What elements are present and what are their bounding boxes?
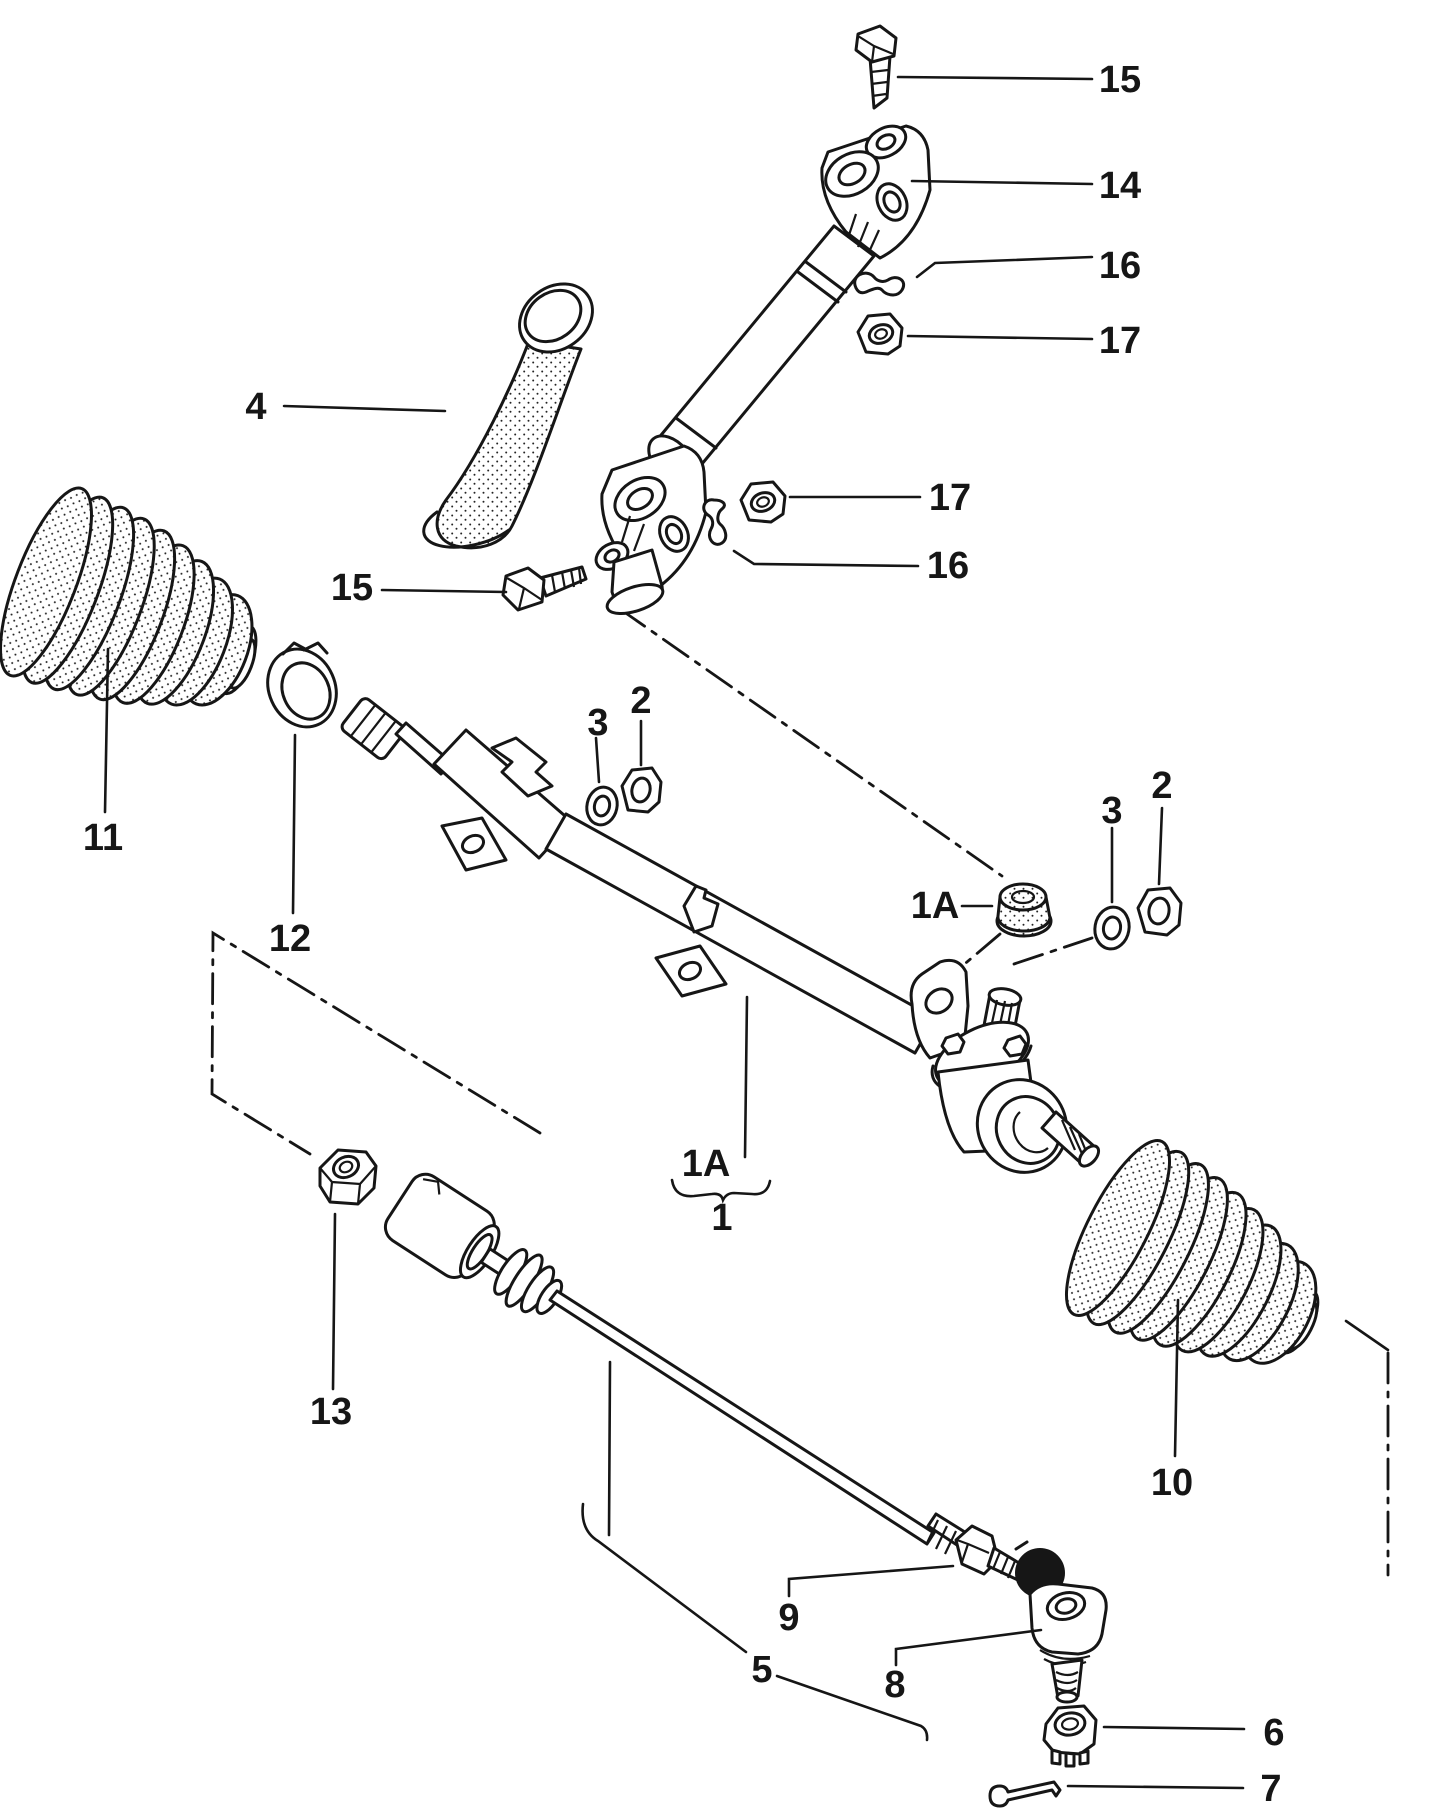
projection-lines	[210, 607, 1390, 1577]
hex-nut-right	[1136, 886, 1183, 937]
callout-13: 13	[310, 1391, 352, 1433]
callout-17-mid: 17	[929, 477, 971, 519]
lower-universal-joint	[594, 444, 708, 616]
steering-column-assembly	[594, 124, 932, 616]
spring-clip-mid	[702, 498, 728, 546]
boot-clamp	[266, 641, 338, 729]
hex-nut-mid	[739, 480, 787, 524]
callout-3-left: 3	[587, 702, 608, 744]
callout-labels: 15 14 16 17 17 16 4 15 11 12 3 2 1A 3 2 …	[83, 59, 1285, 1809]
callout-1a-brace: 1A	[682, 1143, 731, 1185]
castellated-nut	[1042, 1704, 1098, 1768]
cover-boot	[422, 282, 594, 550]
tie-rod-end	[1014, 1540, 1108, 1704]
boot-left-bellows	[0, 486, 258, 707]
boot-right-bellows	[1064, 1139, 1320, 1365]
grommet-bushing	[995, 882, 1053, 938]
callout-6: 6	[1263, 1712, 1284, 1754]
spring-clip-upper	[853, 271, 905, 297]
tie-rod-lock-nut	[318, 1148, 378, 1206]
clamp-bolt-upper	[854, 24, 898, 110]
callout-15-upper: 15	[1099, 59, 1141, 101]
callout-3-right: 3	[1101, 790, 1122, 832]
callout-14: 14	[1099, 165, 1141, 207]
callout-15-lower: 15	[331, 567, 373, 609]
callout-4: 4	[245, 386, 266, 428]
callout-8: 8	[884, 1664, 905, 1706]
callout-16-mid: 16	[927, 545, 969, 587]
upper-universal-joint	[820, 124, 932, 260]
callout-10: 10	[1151, 1462, 1193, 1504]
callout-1a-grommet: 1A	[911, 885, 960, 927]
clamp-bolt-lower	[501, 565, 588, 612]
callout-16-upper: 16	[1099, 245, 1141, 287]
callout-2-right: 2	[1151, 765, 1172, 807]
hex-nut-upper	[856, 312, 904, 356]
washer-left	[585, 785, 619, 827]
callout-1: 1	[711, 1197, 732, 1239]
callout-17-upper: 17	[1099, 320, 1141, 362]
callout-5: 5	[751, 1649, 772, 1691]
callout-2-left: 2	[630, 680, 651, 722]
leader-lines	[103, 75, 1246, 1790]
tie-rod-assembly	[383, 1172, 1026, 1582]
hex-nut-left	[620, 766, 663, 814]
cotter-pin	[988, 1780, 1062, 1808]
callout-11: 11	[83, 817, 123, 859]
callout-7: 7	[1260, 1768, 1281, 1809]
washer-right	[1093, 905, 1131, 951]
callout-12: 12	[269, 918, 311, 960]
steering-gear-housing	[340, 697, 1101, 1174]
callout-9: 9	[778, 1597, 799, 1639]
